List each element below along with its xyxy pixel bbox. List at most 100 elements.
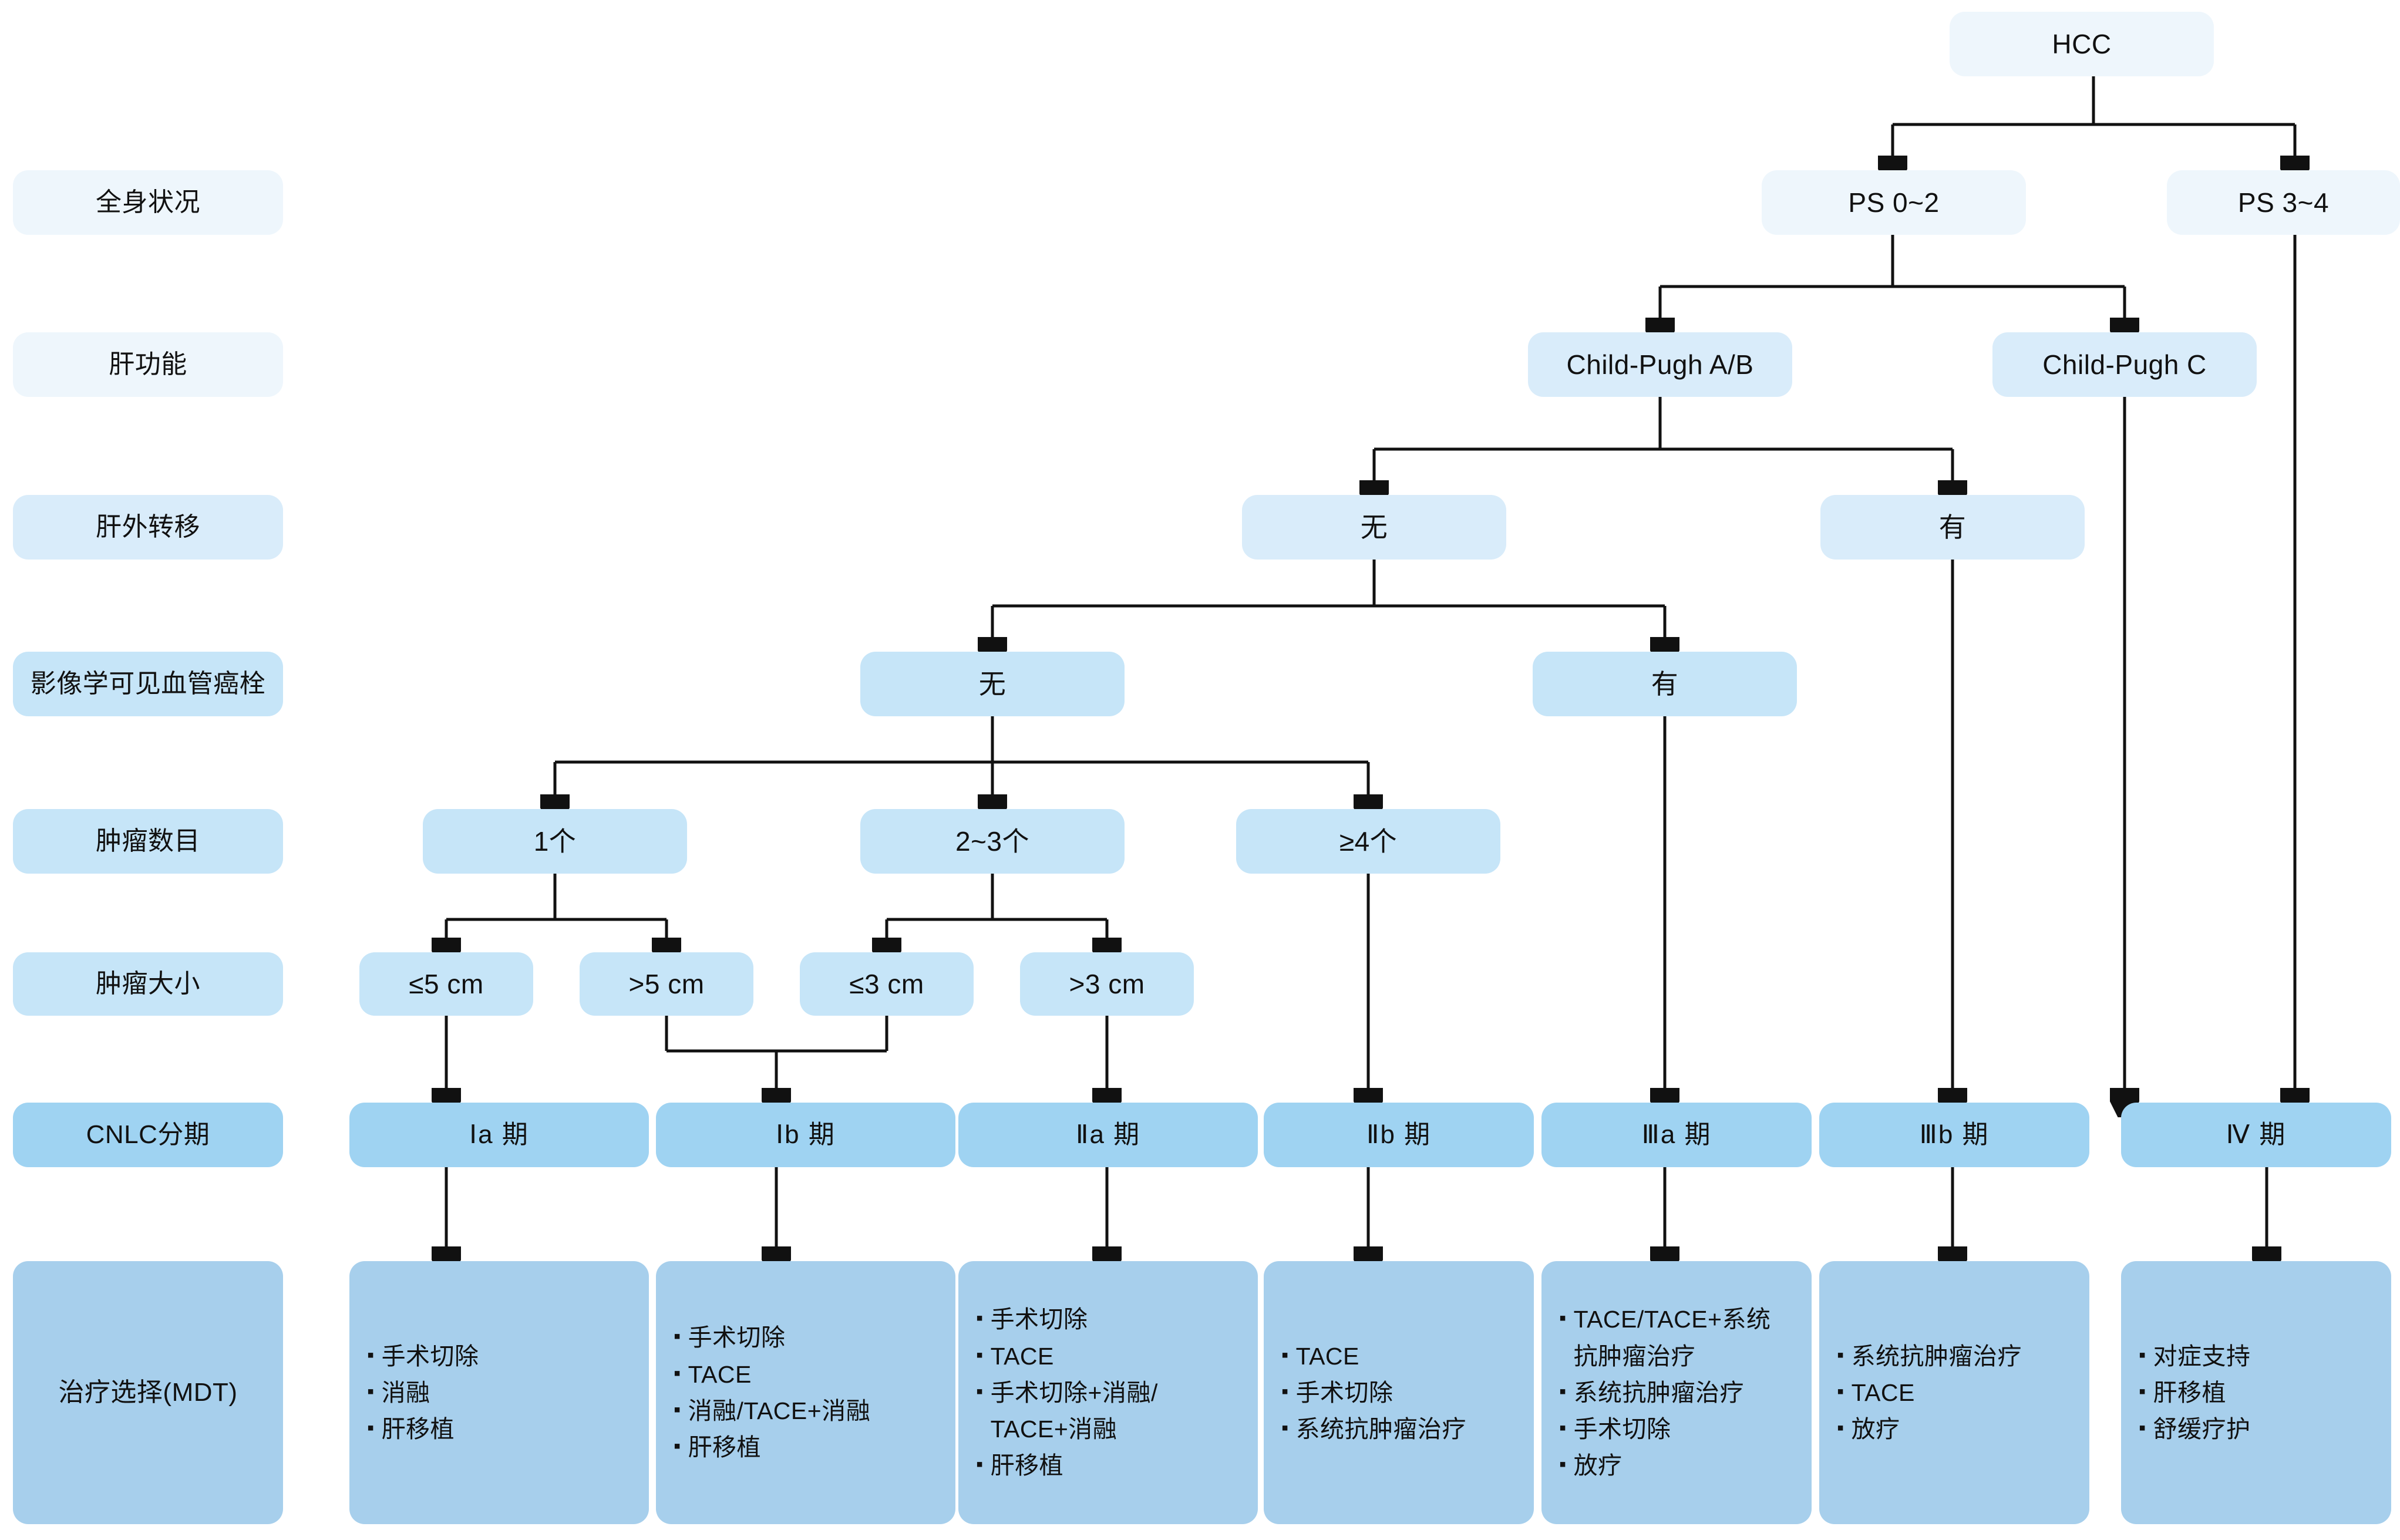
treatment-item-label: 肝移植 [688, 1434, 762, 1461]
treatment-item-label: 手术切除 [990, 1306, 1088, 1333]
node-tumor-4plus[interactable]: ≥4个 [1236, 809, 1500, 874]
bullet-icon: ▪ [976, 1307, 984, 1330]
bullet-icon: ▪ [367, 1417, 375, 1440]
node-treat-2a[interactable]: ▪手术切除▪TACE▪手术切除+消融/ TACE+消融▪肝移植 [958, 1261, 1258, 1524]
treatment-list-3a: ▪ TACE/TACE+系统 抗肿瘤治疗 ▪系统抗肿瘤治疗 ▪ 手术切除 ▪ 放疗 [1541, 1301, 1812, 1484]
node-vascular-yes[interactable]: 有 [1533, 652, 1797, 716]
treatment-item: ▪ 消融 [367, 1374, 430, 1411]
treatment-item-label: 对症支持 [2153, 1342, 2251, 1370]
treatment-item: ▪ 肝移植 [367, 1411, 455, 1447]
treatment-item-label: TACE/TACE+系统 抗肿瘤治疗 [1573, 1306, 1771, 1370]
node-tumor-1[interactable]: 1个 [423, 809, 687, 874]
bullet-icon: ▪ [1281, 1343, 1289, 1366]
treatment-item: ▪ TACE/TACE+系统 抗肿瘤治疗 [1559, 1301, 1771, 1374]
treatment-item: ▪TACE [976, 1338, 1054, 1374]
node-treat-1b[interactable]: ▪ 手术切除 ▪TACE▪消融/TACE+消融 ▪ 肝移植 [656, 1261, 955, 1524]
treatment-item: ▪ 肝移植 [2139, 1374, 2226, 1411]
row-label-performance-status: 全身状况 [13, 170, 283, 235]
node-ps-3-4[interactable]: PS 3~4 [2167, 170, 2400, 235]
node-stage-2b[interactable]: Ⅱb 期 [1264, 1103, 1534, 1167]
bullet-icon: ▪ [367, 1343, 375, 1366]
treatment-list-1b: ▪ 手术切除 ▪TACE▪消融/TACE+消融 ▪ 肝移植 [656, 1319, 955, 1465]
treatment-item-label: 手术切除 [1573, 1416, 1671, 1443]
treatment-item-label: 系统抗肿瘤治疗 [1295, 1416, 1467, 1443]
bullet-icon: ▪ [2139, 1380, 2146, 1403]
node-treat-4[interactable]: ▪ 对症支持 ▪ 肝移植 ▪舒缓疗护 [2121, 1261, 2391, 1524]
treatment-item: ▪ 手术切除 [1559, 1411, 1671, 1447]
row-label-cnlc-stage: CNLC分期 [13, 1103, 283, 1167]
node-metastasis-no[interactable]: 无 [1242, 495, 1506, 560]
treatment-item-label: TACE [688, 1360, 752, 1388]
treatment-item: ▪TACE [1281, 1338, 1359, 1374]
bullet-icon: ▪ [1559, 1307, 1567, 1330]
treatment-item: ▪ 对症支持 [2139, 1338, 2251, 1374]
bullet-icon: ▪ [1559, 1417, 1567, 1440]
node-stage-3a[interactable]: Ⅲa 期 [1541, 1103, 1812, 1167]
node-treat-1a[interactable]: ▪ 手术切除 ▪ 消融 ▪ 肝移植 [349, 1261, 649, 1524]
node-size-gt3[interactable]: >3 cm [1020, 952, 1194, 1016]
node-ps-0-2[interactable]: PS 0~2 [1762, 170, 2026, 235]
bullet-icon: ▪ [1281, 1417, 1289, 1440]
node-stage-2a[interactable]: Ⅱa 期 [958, 1103, 1258, 1167]
node-stage-4[interactable]: Ⅳ 期 [2121, 1103, 2391, 1167]
row-label-tumor-number: 肿瘤数目 [13, 809, 283, 874]
node-size-le3[interactable]: ≤3 cm [800, 952, 974, 1016]
treatment-item: ▪手术切除 [1281, 1374, 1393, 1411]
bullet-icon: ▪ [1559, 1453, 1567, 1476]
treatment-item-label: 手术切除 [688, 1324, 786, 1352]
bullet-icon: ▪ [976, 1380, 984, 1403]
node-treat-3b[interactable]: ▪系统抗肿瘤治疗▪TACE▪放疗 [1819, 1261, 2089, 1524]
node-child-pugh-ab[interactable]: Child-Pugh A/B [1528, 332, 1792, 397]
node-hcc[interactable]: HCC [1950, 12, 2214, 76]
treatment-list-1a: ▪ 手术切除 ▪ 消融 ▪ 肝移植 [349, 1338, 649, 1448]
treatment-item: ▪肝移植 [976, 1447, 1063, 1484]
treatment-item: ▪消融/TACE+消融 [674, 1393, 870, 1429]
bullet-icon: ▪ [674, 1325, 681, 1348]
treatment-list-2b: ▪TACE▪手术切除 ▪ 系统抗肿瘤治疗 [1264, 1338, 1534, 1448]
treatment-item: ▪ 手术切除 [674, 1319, 786, 1356]
node-metastasis-yes[interactable]: 有 [1820, 495, 2085, 560]
treatment-item: ▪ 手术切除 [367, 1338, 479, 1374]
node-child-pugh-c[interactable]: Child-Pugh C [1992, 332, 2257, 397]
treatment-item-label: 放疗 [1573, 1452, 1623, 1480]
row-label-vascular-invasion: 影像学可见血管癌栓 [13, 652, 283, 716]
node-stage-3b[interactable]: Ⅲb 期 [1819, 1103, 2089, 1167]
bullet-icon: ▪ [2139, 1343, 2146, 1366]
treatment-item-label: 放疗 [1851, 1416, 1900, 1443]
node-size-gt5[interactable]: >5 cm [580, 952, 753, 1016]
treatment-item-label: TACE [990, 1342, 1054, 1370]
treatment-item: ▪舒缓疗护 [2139, 1411, 2251, 1447]
treatment-item: ▪ 肝移植 [674, 1429, 761, 1465]
bullet-icon: ▪ [976, 1453, 984, 1476]
treatment-item-label: 肝移植 [381, 1416, 455, 1443]
node-stage-1a[interactable]: Ⅰa 期 [349, 1103, 649, 1167]
bullet-icon: ▪ [1837, 1380, 1844, 1403]
node-tumor-2-3[interactable]: 2~3个 [860, 809, 1125, 874]
treatment-item: ▪ 放疗 [1837, 1411, 1900, 1447]
row-label-liver-function: 肝功能 [13, 332, 283, 397]
treatment-list-2a: ▪手术切除▪TACE▪手术切除+消融/ TACE+消融▪肝移植 [958, 1301, 1258, 1484]
treatment-item-label: 手术切除 [381, 1342, 479, 1370]
treatment-item: ▪手术切除+消融/ TACE+消融 [976, 1374, 1158, 1448]
bullet-icon: ▪ [674, 1435, 681, 1458]
treatment-item-label: 消融 [381, 1379, 430, 1406]
node-vascular-no[interactable]: 无 [860, 652, 1125, 716]
node-treat-3a[interactable]: ▪ TACE/TACE+系统 抗肿瘤治疗 ▪系统抗肿瘤治疗 ▪ 手术切除 ▪ 放疗 [1541, 1261, 1812, 1524]
node-stage-1b[interactable]: Ⅰb 期 [656, 1103, 955, 1167]
bullet-icon: ▪ [367, 1380, 375, 1403]
treatment-list-4: ▪ 对症支持 ▪ 肝移植 ▪舒缓疗护 [2121, 1338, 2391, 1448]
treatment-list-3b: ▪系统抗肿瘤治疗▪TACE▪放疗 [1819, 1338, 2089, 1448]
treatment-item-label: 消融/TACE+消融 [688, 1397, 871, 1424]
treatment-item-label: 系统抗肿瘤治疗 [1851, 1342, 2022, 1370]
bullet-icon: ▪ [2139, 1417, 2146, 1440]
bullet-icon: ▪ [1837, 1417, 1844, 1440]
row-label-extrahepatic-metastasis: 肝外转移 [13, 495, 283, 560]
node-size-le5[interactable]: ≤5 cm [359, 952, 533, 1016]
bullet-icon: ▪ [1837, 1343, 1844, 1366]
treatment-item: ▪系统抗肿瘤治疗 [1559, 1374, 1744, 1411]
row-label-treatment-options: 治疗选择(MDT) [13, 1261, 283, 1524]
node-treat-2b[interactable]: ▪TACE▪手术切除 ▪ 系统抗肿瘤治疗 [1264, 1261, 1534, 1524]
treatment-item-label: 肝移植 [2153, 1379, 2227, 1406]
treatment-item: ▪TACE [674, 1356, 752, 1393]
